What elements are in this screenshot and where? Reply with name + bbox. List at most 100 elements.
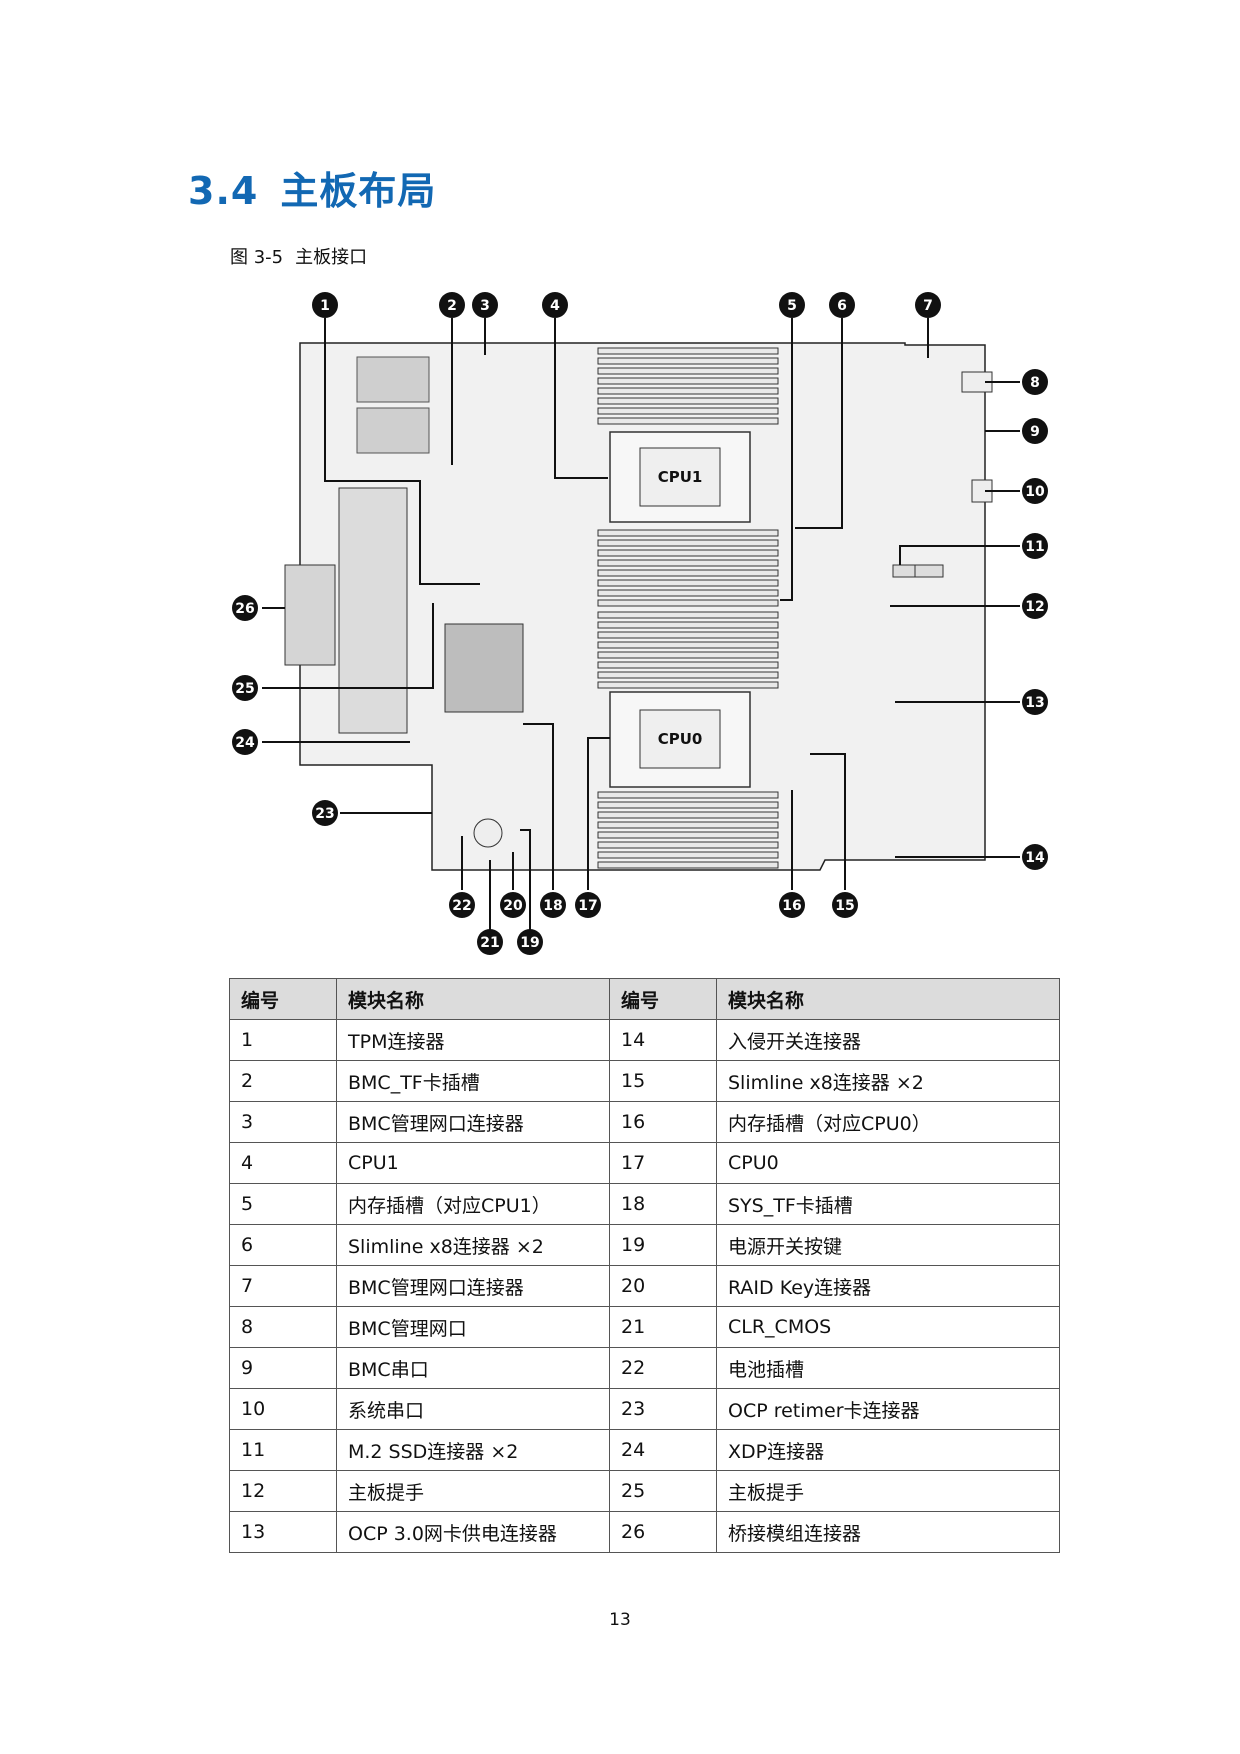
cell-number: 18 [609,1183,717,1225]
callout-22: 22 [449,892,475,918]
heatsink-vr-2 [356,407,430,454]
callout-25: 25 [232,675,258,701]
cell-module: 内存插槽（对应CPU1） [336,1183,610,1225]
svg-text:14: 14 [1025,850,1045,866]
svg-text:18: 18 [543,898,562,914]
cell-module: OCP 3.0网卡供电连接器 [336,1511,610,1553]
cell-module: BMC管理网口连接器 [336,1265,610,1307]
svg-text:17: 17 [578,898,597,914]
callout-9: 9 [1022,418,1048,444]
cell-number: 8 [229,1306,337,1348]
dimm-cpu1-top [597,347,779,425]
callout-1: 1 [312,292,338,318]
cpu0-label: CPU0 [658,730,703,748]
cell-number: 2 [229,1060,337,1102]
callout-15: 15 [832,892,858,918]
cell-module: BMC管理网口连接器 [336,1101,610,1143]
header-number-2: 编号 [609,978,717,1020]
svg-text:6: 6 [837,298,847,314]
cell-number: 6 [229,1224,337,1266]
callout-14: 14 [1022,844,1048,870]
section-title-text: 主板布局 [280,169,437,213]
callout-16: 16 [779,892,805,918]
cell-number: 25 [609,1470,717,1512]
figure-title: 主板接口 [295,247,368,268]
callout-6: 6 [829,292,855,318]
cell-module: 主板提手 [336,1470,610,1512]
page-number: 13 [609,1610,631,1630]
callout-24: 24 [232,729,258,755]
svg-text:11: 11 [1025,539,1044,555]
cell-module: CPU1 [336,1142,610,1184]
cell-module: 电池插槽 [716,1347,1060,1389]
cell-module: BMC管理网口 [336,1306,610,1348]
svg-text:24: 24 [235,735,255,751]
dimm-cpu0-bottom [597,791,779,869]
cell-number: 4 [229,1142,337,1184]
callout-5: 5 [779,292,805,318]
heatsink-vr-1 [356,356,430,403]
dimm-cpu1-bottom [597,529,779,607]
heatsink-pch [444,623,524,713]
callout-23: 23 [312,800,338,826]
header-module-name-1: 模块名称 [336,978,610,1020]
header-number-1: 编号 [229,978,337,1020]
svg-text:7: 7 [923,298,933,314]
svg-text:8: 8 [1030,375,1040,391]
callout-12: 12 [1022,593,1048,619]
cell-number: 3 [229,1101,337,1143]
callout-7: 7 [915,292,941,318]
cell-module: Slimline x8连接器 ×2 [336,1224,610,1266]
callout-4: 4 [542,292,568,318]
cell-number: 20 [609,1265,717,1307]
callout-10: 10 [1022,478,1048,504]
svg-text:12: 12 [1025,599,1044,615]
heatsink-left [338,487,408,734]
callout-13: 13 [1022,689,1048,715]
cell-module: OCP retimer卡连接器 [716,1388,1060,1430]
cell-number: 5 [229,1183,337,1225]
cell-module: RAID Key连接器 [716,1265,1060,1307]
header-module-name-2: 模块名称 [716,978,1060,1020]
cell-number: 7 [229,1265,337,1307]
svg-text:1: 1 [320,298,330,314]
callout-3: 3 [472,292,498,318]
svg-text:20: 20 [503,898,523,914]
cell-number: 26 [609,1511,717,1553]
svg-text:23: 23 [315,806,334,822]
svg-text:4: 4 [550,298,560,314]
svg-text:22: 22 [452,898,471,914]
cell-module: 电源开关按键 [716,1224,1060,1266]
svg-text:13: 13 [1025,695,1044,711]
cell-number: 1 [229,1019,337,1061]
callout-11: 11 [1022,533,1048,559]
cell-module: BMC串口 [336,1347,610,1389]
svg-text:5: 5 [787,298,797,314]
cell-number: 15 [609,1060,717,1102]
cell-number: 10 [229,1388,337,1430]
cell-number: 17 [609,1142,717,1184]
cell-number: 21 [609,1306,717,1348]
svg-text:15: 15 [835,898,854,914]
cell-module: Slimline x8连接器 ×2 [716,1060,1060,1102]
cell-module: 系统串口 [336,1388,610,1430]
cpu1-label: CPU1 [658,468,703,486]
cell-module: SYS_TF卡插槽 [716,1183,1060,1225]
cell-number: 16 [609,1101,717,1143]
svg-text:3: 3 [480,298,490,314]
callout-17: 17 [575,892,601,918]
callout-26: 26 [232,595,258,621]
cell-module: TPM连接器 [336,1019,610,1061]
table-header-row: 编号 模块名称 编号 模块名称 [229,978,1060,1020]
callout-20: 20 [500,892,526,918]
